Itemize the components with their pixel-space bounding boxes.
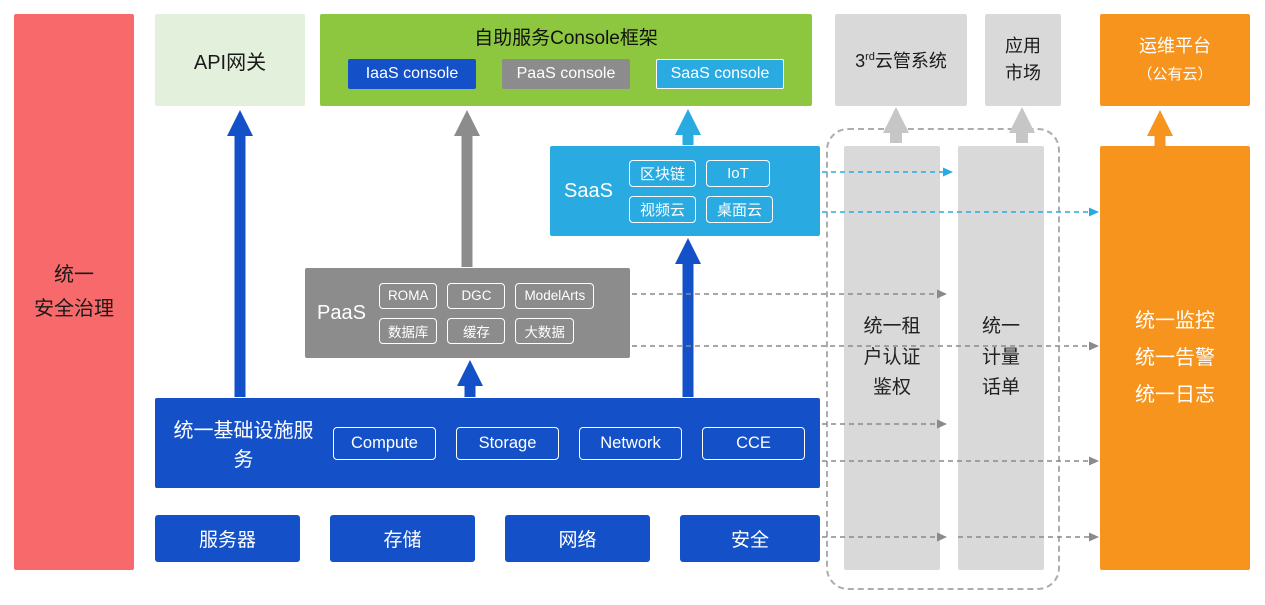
paas-chip-grid: ROMA DGC ModelArts 数据库 缓存 大数据	[378, 282, 595, 344]
iaas-chip-storage: Storage	[456, 426, 559, 460]
om-platform-label: 运维平台（公有云）	[1137, 36, 1213, 83]
saas-console-chip: SaaS console	[656, 59, 784, 89]
saas-chip-video-cloud: 视频云	[628, 195, 696, 223]
api-gateway-box: API网关	[155, 14, 305, 106]
console-chip-row: IaaS console PaaS console SaaS console	[348, 59, 784, 89]
third-party-cloud-mgmt-label: 3rd云管系统	[855, 51, 947, 71]
app-market-box: 应用 市场	[985, 14, 1061, 106]
iaas-chip-cce: CCE	[702, 426, 805, 460]
paas-label: PaaS	[317, 301, 366, 324]
paas-chip-dgc: DGC	[447, 282, 506, 309]
saas-label: SaaS	[564, 179, 613, 202]
paas-console-chip: PaaS console	[502, 59, 630, 89]
tenant-auth-bar: 统一租 户认证 鉴权	[844, 146, 940, 570]
metering-bar: 统一 计量 话单	[958, 146, 1044, 570]
iaas-chip-compute: Compute	[333, 426, 436, 460]
om-platform-box: 运维平台（公有云）	[1100, 14, 1250, 106]
console-framework-title: 自助服务Console框架	[474, 28, 658, 49]
hardware-network-box: 网络	[505, 515, 650, 562]
paas-chip-roma: ROMA	[378, 282, 438, 309]
monitoring-bar: 统一监控 统一告警 统一日志	[1100, 146, 1250, 570]
unified-security-governance-bar: 统一 安全治理	[14, 14, 134, 570]
iaas-box: 统一基础设施服务 Compute Storage Network CCE	[155, 398, 820, 488]
hardware-storage-box: 存储	[330, 515, 475, 562]
saas-chip-iot: IoT	[705, 159, 770, 187]
saas-chip-desktop-cloud: 桌面云	[705, 195, 773, 223]
console-framework-box: 自助服务Console框架 IaaS console PaaS console …	[320, 14, 812, 106]
iaas-chip-network: Network	[579, 426, 682, 460]
saas-chip-blockchain: 区块链	[628, 159, 696, 187]
hardware-security-box: 安全	[680, 515, 820, 562]
paas-box: PaaS ROMA DGC ModelArts 数据库 缓存 大数据	[305, 268, 630, 358]
paas-chip-bigdata: 大数据	[515, 317, 574, 344]
hardware-server-box: 服务器	[155, 515, 300, 562]
iaas-label: 统一基础设施服务	[173, 420, 314, 471]
saas-box: SaaS 区块链 IoT 视频云 桌面云	[550, 146, 820, 236]
third-party-cloud-mgmt-box: 3rd云管系统	[835, 14, 967, 106]
iaas-console-chip: IaaS console	[348, 59, 476, 89]
shared-services-container	[826, 128, 1060, 590]
paas-chip-database: 数据库	[378, 317, 438, 344]
paas-chip-cache: 缓存	[447, 317, 506, 344]
iaas-chip-row: Compute Storage Network CCE	[333, 426, 805, 460]
paas-chip-modelarts: ModelArts	[515, 282, 595, 309]
saas-chip-grid: 区块链 IoT 视频云 桌面云	[628, 159, 773, 223]
